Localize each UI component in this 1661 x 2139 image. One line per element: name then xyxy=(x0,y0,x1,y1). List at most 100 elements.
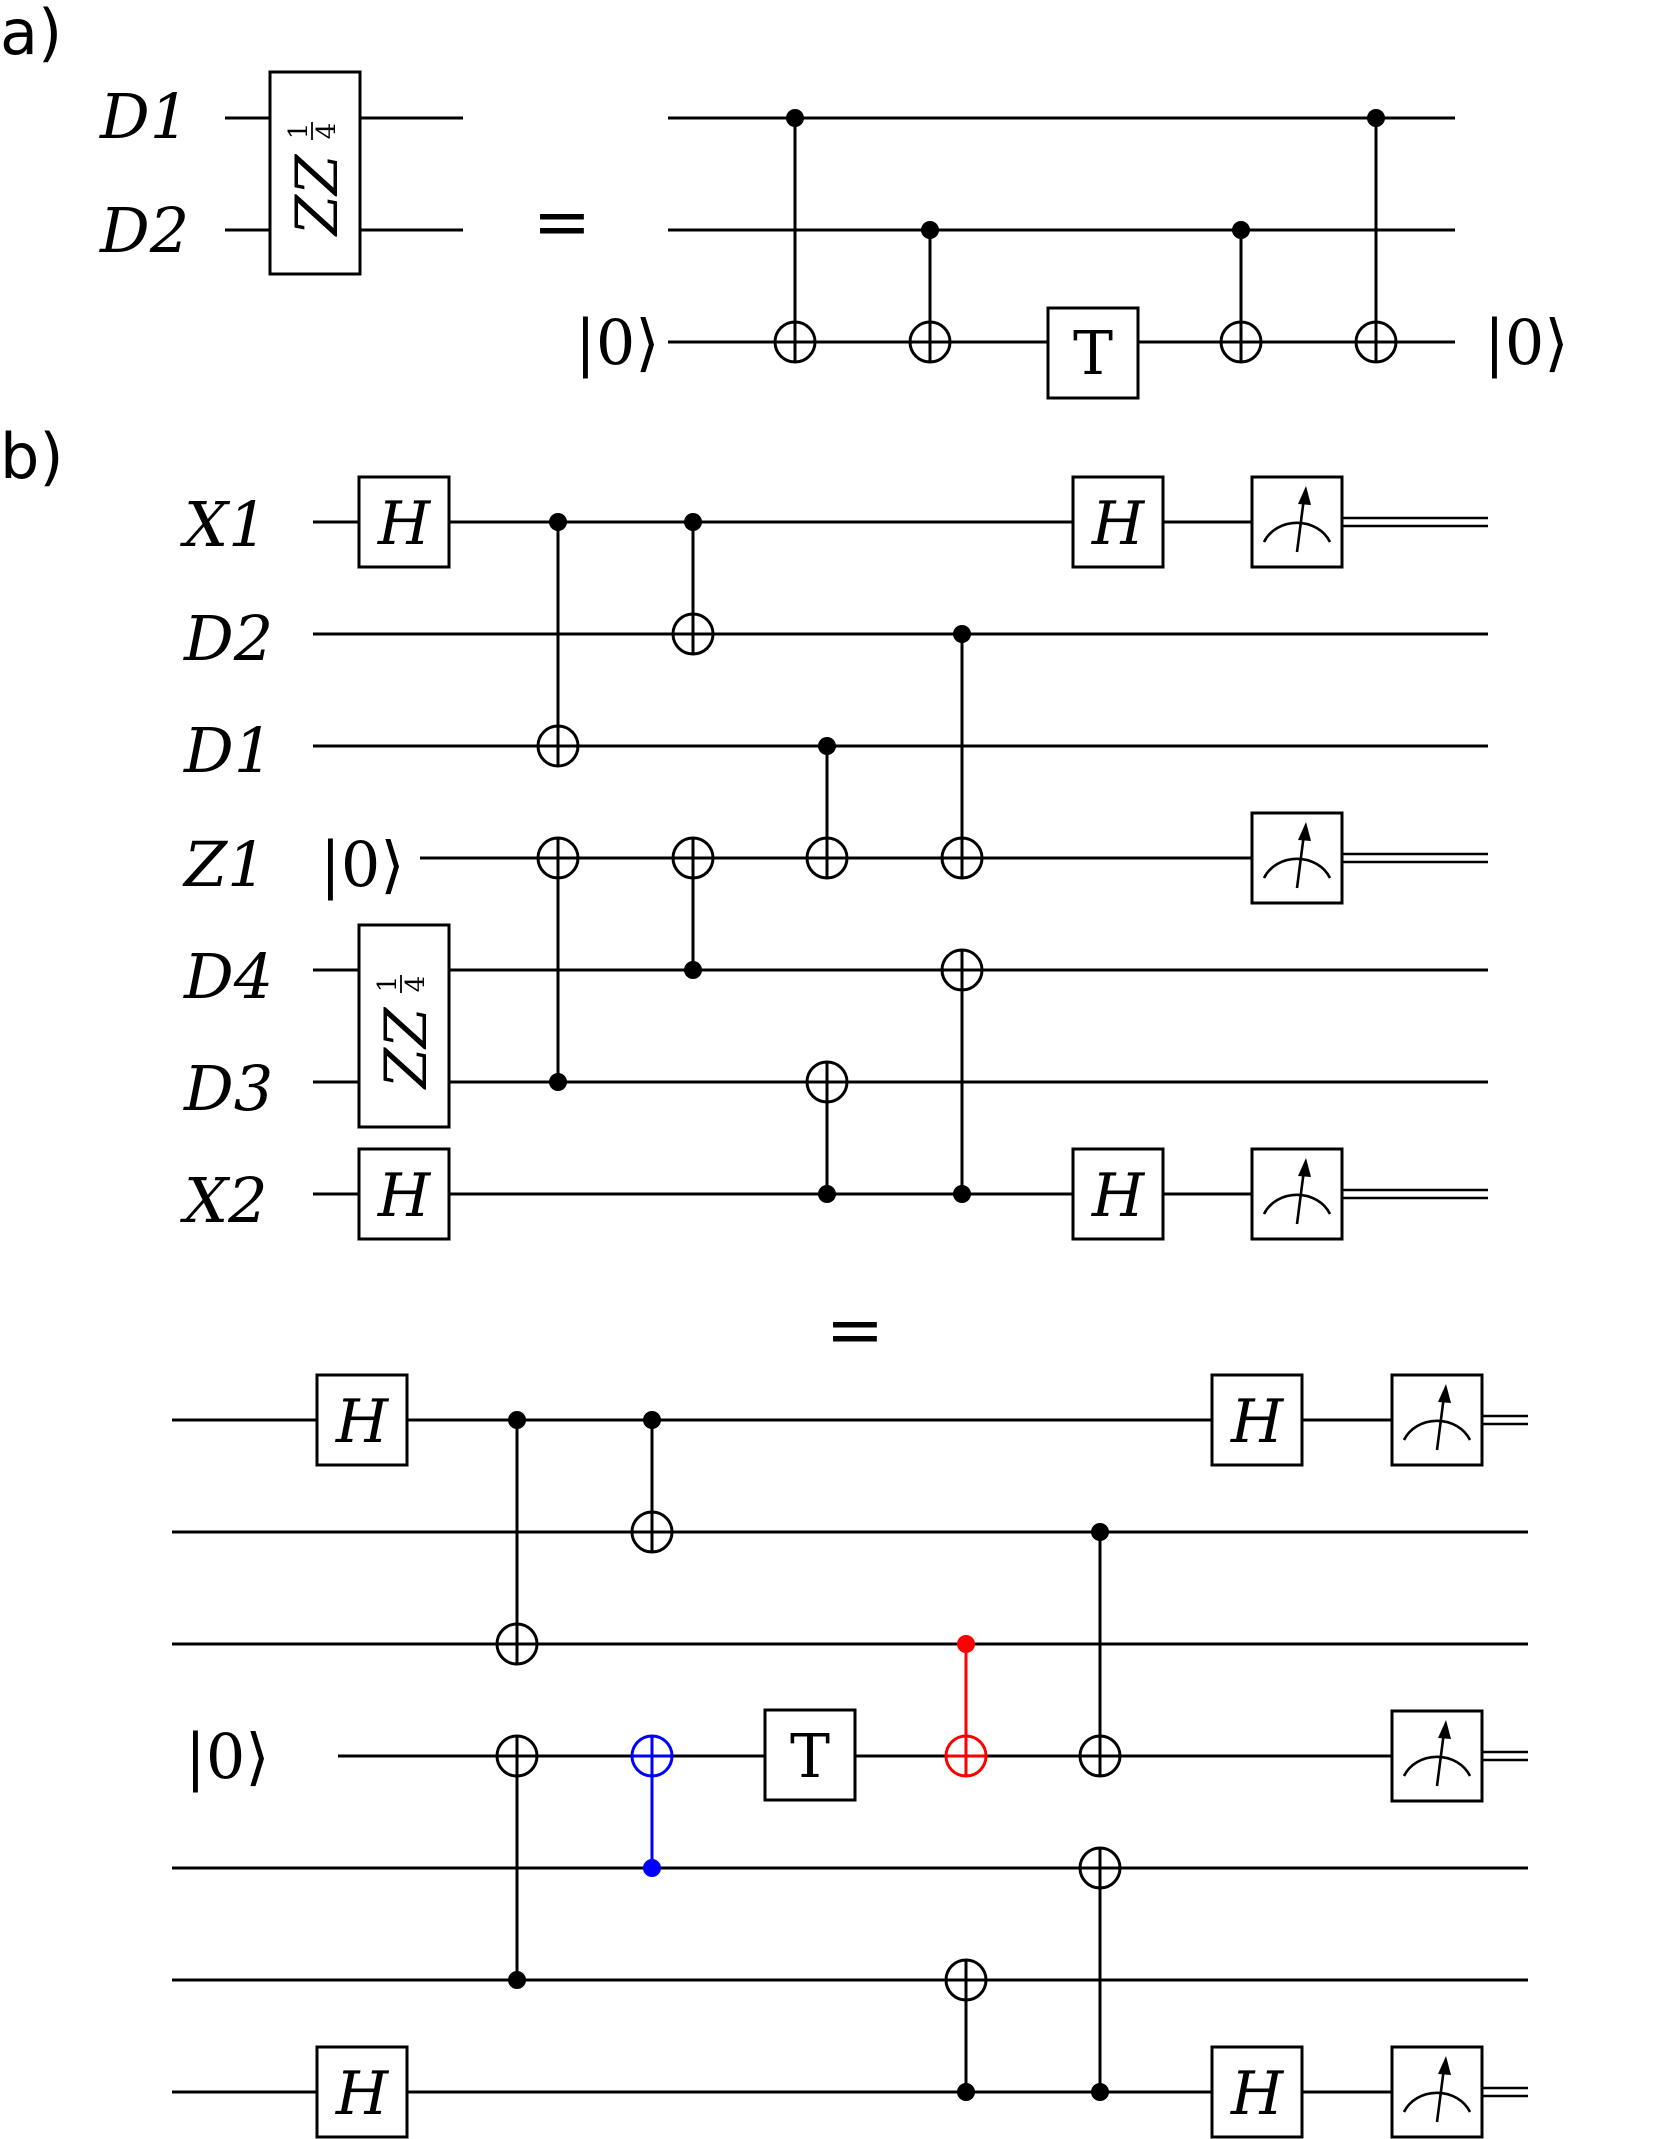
measurement-group-b xyxy=(1250,475,1488,1241)
t-gate-expanded: T xyxy=(763,1708,857,1802)
cnot-a-1 xyxy=(773,109,817,364)
h-gate-x1-in: H xyxy=(357,475,451,569)
cnot-group-expanded xyxy=(495,1411,1122,2101)
panel-a-label: a) xyxy=(0,0,62,69)
h-gate-label: H xyxy=(1230,2059,1285,2129)
t-gate-label: T xyxy=(1073,319,1113,389)
meter-needle-icon xyxy=(1298,822,1311,841)
cnot-e-6 xyxy=(1078,1846,1122,2101)
control-dot xyxy=(1091,1523,1109,1541)
control-dot xyxy=(921,221,939,239)
meter-needle-icon xyxy=(1298,486,1311,505)
meter-needle-icon xyxy=(1438,2056,1451,2075)
control-dot xyxy=(643,1859,661,1877)
control-dot xyxy=(1367,109,1385,127)
h-gate-e1-out: H xyxy=(1210,1373,1304,1467)
zz-exp-num: 1 xyxy=(284,123,314,140)
cnot-e-2 xyxy=(495,1734,539,1989)
wire-label-d1: D1 xyxy=(99,80,189,153)
measure-x1 xyxy=(1250,475,1488,569)
measure-e7 xyxy=(1390,2045,1528,2139)
cnot-b-4 xyxy=(671,836,715,979)
control-dot xyxy=(953,1185,971,1203)
measurement-group-expanded xyxy=(1390,1373,1528,2139)
cnot-a-2 xyxy=(908,221,952,364)
h-gate-group-expanded: H H H H xyxy=(315,1373,1304,2139)
cnot-b-3 xyxy=(671,513,715,656)
panel-b-expanded: |0⟩ H H H H T xyxy=(172,1373,1528,2139)
meter-needle-icon xyxy=(1438,1384,1451,1403)
wire-label-d4: D4 xyxy=(183,940,273,1013)
z1-input-ket: |0⟩ xyxy=(320,828,405,901)
control-dot xyxy=(953,625,971,643)
h-gate-label: H xyxy=(1230,1387,1285,1457)
panel-b-label: b) xyxy=(0,420,64,493)
control-dot xyxy=(684,513,702,531)
cnot-a-4 xyxy=(1354,109,1398,364)
control-dot xyxy=(549,513,567,531)
control-dot xyxy=(786,109,804,127)
control-dot xyxy=(957,1635,975,1653)
zz-quarter-gate: ZZ 1 4 xyxy=(268,70,362,276)
control-dot xyxy=(818,737,836,755)
ancilla-output-ket: |0⟩ xyxy=(1484,306,1569,379)
control-dot xyxy=(508,1971,526,1989)
cnot-e-1 xyxy=(495,1411,539,1666)
cnot-b-8 xyxy=(940,948,984,1203)
wire-label-x2: X2 xyxy=(180,1164,268,1237)
h-gate-label: H xyxy=(377,489,432,559)
h-gate-e7-out: H xyxy=(1210,2045,1304,2139)
meter-needle-icon xyxy=(1438,1720,1451,1739)
equals-sign-b: = xyxy=(826,1289,885,1371)
cnot-e-5 xyxy=(1078,1523,1122,1778)
cnot-b-7 xyxy=(940,625,984,880)
wire-label-z1: Z1 xyxy=(182,828,267,901)
t-gate-label-expanded: T xyxy=(790,1722,830,1792)
cnot-a-3 xyxy=(1219,221,1263,364)
control-dot xyxy=(643,1411,661,1429)
cnot-b-5 xyxy=(805,737,849,880)
h-gate-label: H xyxy=(335,2059,390,2129)
wire-label-d1-b: D1 xyxy=(183,714,273,787)
expanded-ancilla-ket: |0⟩ xyxy=(185,1720,270,1793)
wire-label-d2-b: D2 xyxy=(183,602,273,675)
cnot-group-a xyxy=(773,109,1398,364)
wire-label-d2: D2 xyxy=(99,194,189,267)
wire-label-d3: D3 xyxy=(183,1052,273,1125)
control-dot xyxy=(957,2083,975,2101)
zz-exp-den: 4 xyxy=(312,123,342,140)
cnot-b-6 xyxy=(805,1060,849,1203)
zz-exp-num-b: 1 xyxy=(373,976,403,993)
cnot-e-red xyxy=(944,1635,988,1778)
measure-e1 xyxy=(1390,1373,1528,1467)
h-gate-e1-in: H xyxy=(315,1373,409,1467)
h-gate-e7-in: H xyxy=(315,2045,409,2139)
zz-quarter-gate-b: ZZ 1 4 xyxy=(357,923,451,1129)
control-dot xyxy=(1232,221,1250,239)
h-gate-label: H xyxy=(1091,1161,1146,1231)
ancilla-input-ket: |0⟩ xyxy=(575,306,660,379)
h-gate-x2-in: H xyxy=(357,1147,451,1241)
meter-needle-icon xyxy=(1298,1158,1311,1177)
equals-sign-a: = xyxy=(533,181,592,263)
zz-exp-den-b: 4 xyxy=(401,976,431,993)
measure-z1 xyxy=(1250,811,1488,905)
control-dot xyxy=(549,1073,567,1091)
control-dot xyxy=(818,1185,836,1203)
cnot-e-4 xyxy=(944,1958,988,2101)
h-gate-label: H xyxy=(377,1161,432,1231)
t-gate-a: T xyxy=(1046,306,1140,400)
control-dot xyxy=(684,961,702,979)
h-gate-label: H xyxy=(335,1387,390,1457)
measure-e4 xyxy=(1390,1709,1528,1803)
wire-label-x1: X1 xyxy=(180,488,268,561)
control-dot xyxy=(1091,2083,1109,2101)
control-dot xyxy=(508,1411,526,1429)
panel-a: a) D1 D2 ZZ 1 4 = |0⟩ |0⟩ T xyxy=(0,0,1569,400)
cnot-b-1 xyxy=(536,513,580,768)
h-gate-x2-out: H xyxy=(1071,1147,1165,1241)
cnot-b-2 xyxy=(536,836,580,1091)
